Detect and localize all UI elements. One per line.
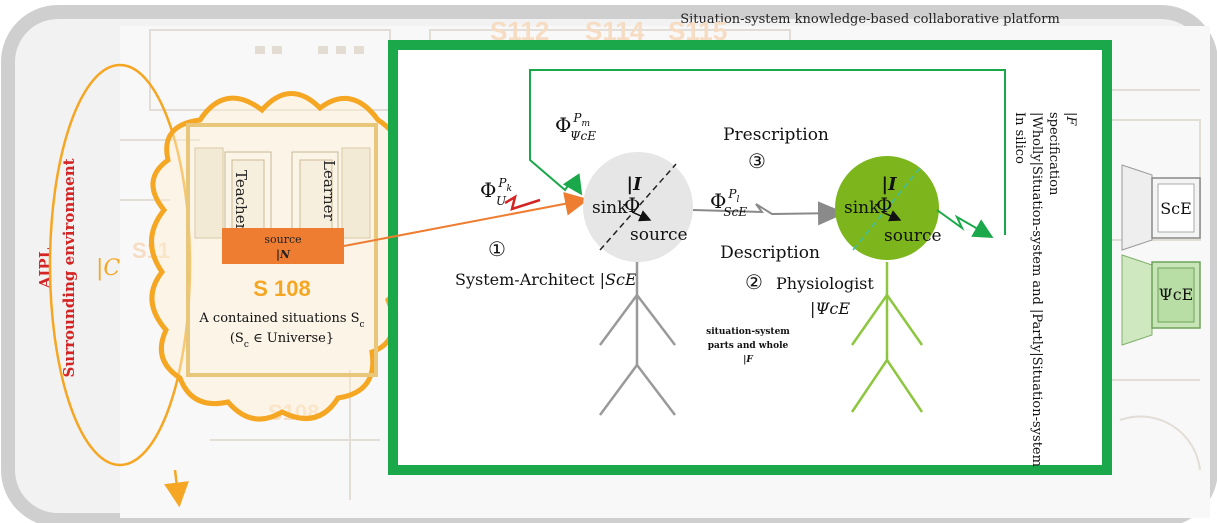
s108-title: S 108 [253, 276, 311, 301]
prescription-label: Prescription [723, 125, 829, 145]
vertical-line-in-silico: In silico [1012, 112, 1027, 164]
system-architect-label: System-Architect |ScE [455, 270, 637, 289]
contained-situations-line2: (Sc ∈ Universe} [230, 331, 334, 350]
physiologist-role: |ΨcE [810, 299, 850, 318]
red-lightning [504, 194, 541, 211]
architect-circle-source: source [630, 225, 688, 245]
architect-stick-figure [598, 262, 676, 416]
physiologist-circle-phi: Φ [876, 193, 892, 217]
source-n-line2: |N [276, 248, 291, 261]
physiologist-label: Physiologist [776, 274, 874, 293]
architect-circle-divider [599, 163, 677, 251]
vertical-line-wholly-partly: |Wholly|Situation-system and |Partly|Sit… [1029, 112, 1044, 467]
step-1: ① [488, 237, 506, 261]
psice-monitor-label: ΨcE [1159, 285, 1194, 304]
sce-monitor [1121, 164, 1201, 251]
step-2: ② [745, 270, 763, 294]
prescription-feedback-arrow [529, 69, 1006, 235]
psice-monitor [1121, 254, 1201, 346]
physiologist-circle-sink: sink [844, 198, 880, 218]
step-3: ③ [748, 149, 766, 173]
learner-figure [291, 147, 371, 239]
loop-arrow [164, 469, 189, 508]
platform-title: Situation-system knowledge-based collabo… [680, 12, 1060, 27]
teacher-figure [194, 147, 272, 239]
physiologist-stick-figure [850, 262, 924, 413]
source-n-line1: source [264, 233, 301, 246]
architect-flow-arrow [631, 210, 652, 222]
parts-whole-line2: parts and whole [708, 341, 789, 351]
c-label: |C [96, 256, 120, 281]
contained-situations-line1: A contained situations Sc [198, 311, 364, 330]
source-to-sink-arrow [343, 191, 589, 247]
physiologist-circle-source: source [884, 226, 942, 246]
in-silico-specification: In silico |Wholly|Situation-system and |… [1012, 112, 1078, 467]
architect-circle-phi: Φ [624, 193, 640, 217]
architect-circle-i: |I [627, 174, 643, 195]
source-n-box [222, 228, 344, 264]
specification-arrow [936, 209, 994, 238]
learner-label: Learner [320, 160, 338, 221]
physiologist-circle-i: |I [882, 174, 898, 195]
teacher-label: Teacher [232, 170, 250, 232]
classroom-frame [186, 123, 378, 377]
description-label: Description [720, 243, 820, 263]
vertical-line-specification: specification [1046, 112, 1061, 196]
collaboration-frame [388, 40, 1112, 475]
description-arrow [692, 201, 846, 226]
architect-circle [583, 152, 693, 262]
surrounding-environment-label: Surrounding environment [60, 158, 78, 377]
vertical-line-f: |F [1063, 112, 1078, 126]
parts-whole-line1: situation-system [706, 327, 790, 337]
physiologist-circle-divider [852, 167, 921, 251]
parts-whole-line3: |F [743, 355, 753, 365]
physiologist-flow-arrow [881, 210, 902, 222]
sce-monitor-label: ScE [1160, 199, 1192, 218]
architect-circle-sink: sink [592, 198, 628, 218]
